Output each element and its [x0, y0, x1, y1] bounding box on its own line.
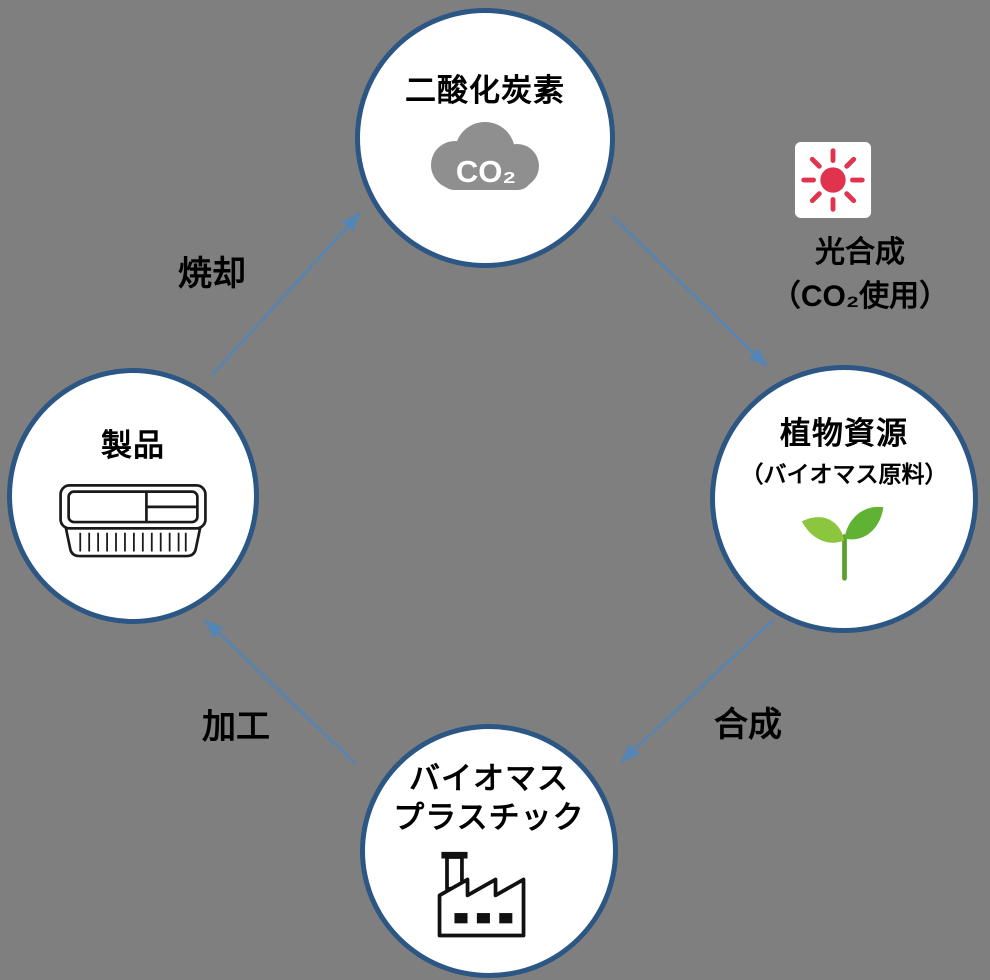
factory-icon: [437, 851, 526, 938]
carbon-dioxide-label: 二酸化炭素: [405, 72, 565, 108]
processing-label: 加工: [202, 708, 270, 746]
co2-cloud-text: CO₂: [456, 154, 516, 189]
plant-resources-sublabel: （バイオマス原料）: [740, 461, 948, 488]
photosynthesis-label: 光合成 （CO₂使用）: [738, 231, 982, 318]
node-product: 製品: [7, 368, 259, 624]
plant-resources-label: 植物資源: [780, 415, 908, 451]
node-carbon-dioxide: 二酸化炭素 CO₂: [355, 8, 615, 268]
sun-icon: [794, 141, 872, 219]
node-biomass-plastic: バイオマス プラスチック: [360, 724, 618, 978]
sprout-icon: [801, 507, 883, 582]
incineration-label: 焼却: [178, 255, 246, 293]
food-tray-icon: [59, 483, 207, 558]
biomass-plastic-label-line2: プラスチック: [393, 800, 585, 835]
photosynthesis-label-line1: 光合成: [815, 236, 905, 269]
synthesis-label: 合成: [714, 706, 782, 744]
co2-cloud-icon: CO₂: [431, 122, 539, 191]
photosynthesis-label-line2: （CO₂使用）: [770, 279, 950, 313]
product-label: 製品: [101, 428, 165, 464]
node-plant-resources: 植物資源 （バイオマス原料）: [710, 365, 978, 633]
biomass-plastic-label-line1: バイオマス: [409, 761, 569, 797]
